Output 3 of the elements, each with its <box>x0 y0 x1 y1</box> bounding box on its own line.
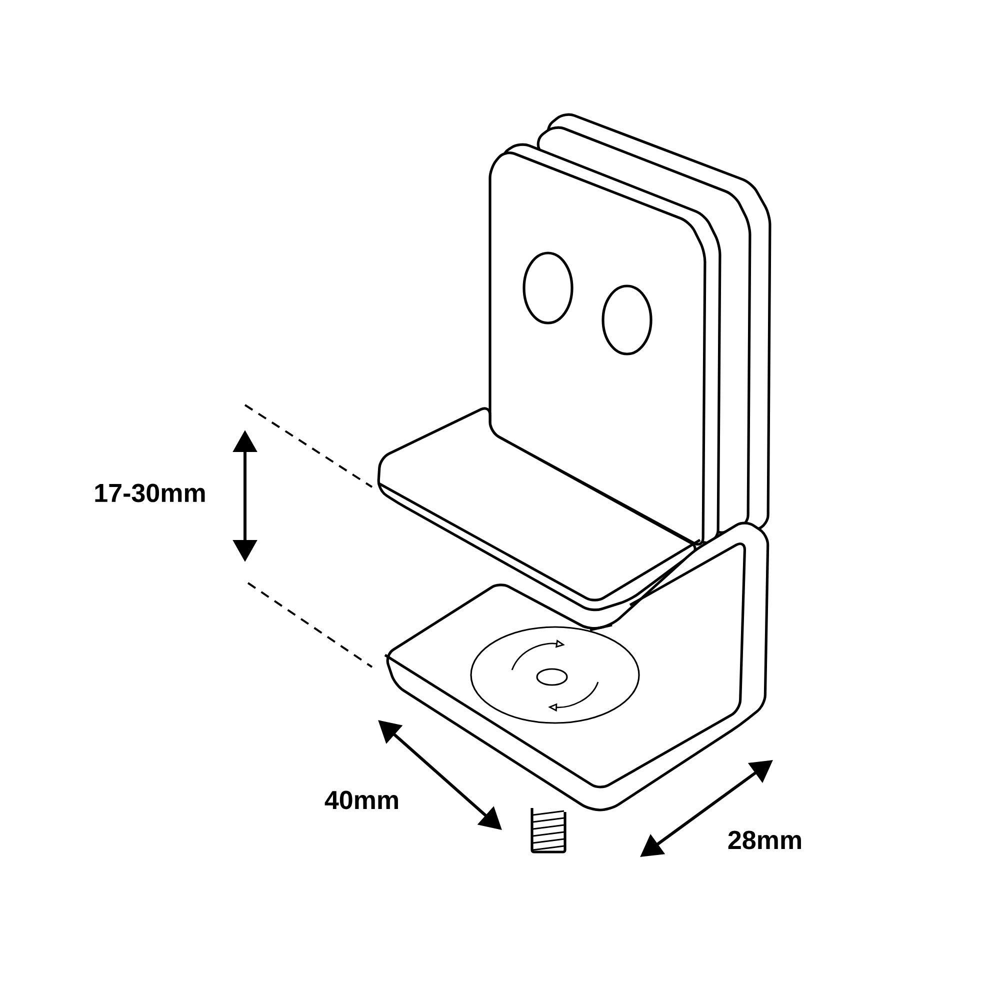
dimension-label: 28mm <box>728 830 801 850</box>
dimension-label: 40mm <box>324 790 398 810</box>
dimension-label: 17-30mm <box>95 484 205 502</box>
